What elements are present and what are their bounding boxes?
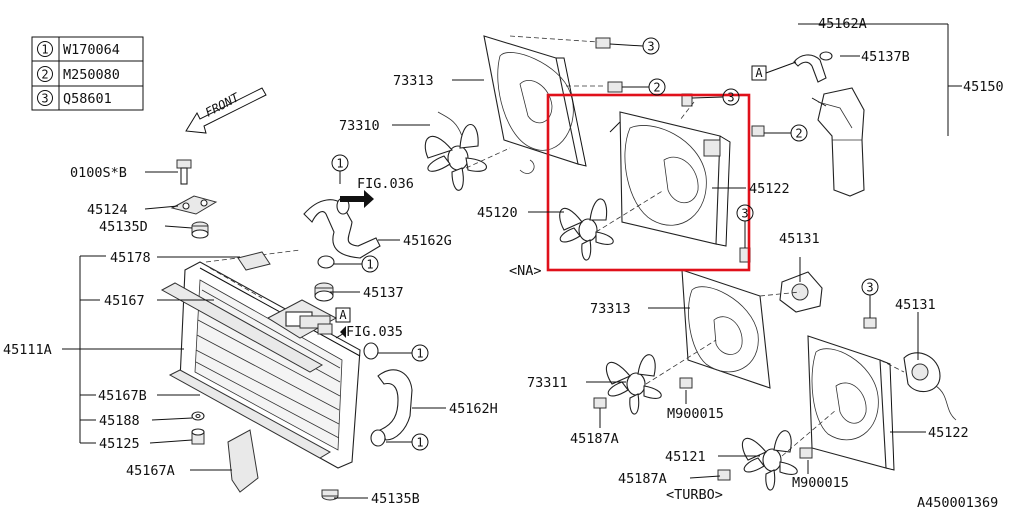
marker-circle-1: 1 [331,154,349,184]
fan-shroud-turbo-left [681,269,771,389]
callout-73313-lower: 73313 [590,301,631,317]
marker-1-label: 1 [416,436,423,450]
marker-1-label: 1 [366,258,373,272]
callout-45121: 45121 [665,449,706,465]
callout-45124: 45124 [87,202,128,218]
ref-fig036: FIG.036 [357,176,414,192]
marker-circle-1: 1 [334,255,379,273]
callout-45178: 45178 [110,250,151,266]
cushion-part [191,221,209,239]
legend-code-1: W170064 [63,42,120,58]
callout-45167b: 45167B [98,388,147,404]
callout-45167: 45167 [104,293,145,309]
callout-45187a-lower: 45187A [618,471,667,487]
fan-shroud-na [609,111,731,247]
marker-circle-1: 1 [386,433,429,451]
marker-3-label: 3 [741,207,748,221]
fan-blade-na [559,198,614,261]
overflow-hose [793,51,833,83]
fan-shroud-upper [483,35,587,174]
grille-panel [227,429,259,493]
callout-45187a-upper: 45187A [570,431,619,447]
legend-num-2: 2 [41,68,48,82]
callout-m900015-upper: M900015 [667,406,724,422]
marker-2-label: 2 [795,127,802,141]
callout-0100s-b: 0100S*B [70,165,127,181]
callout-45188: 45188 [99,413,140,429]
lower-hose [377,369,413,441]
marker-1-label: 1 [416,347,423,361]
callout-73313-upper: 73313 [393,73,434,89]
marker-3-label: 3 [727,91,734,105]
callout-45122-turbo: 45122 [928,425,969,441]
callout-45120: 45120 [477,205,518,221]
variant-label-turbo: <TURBO> [666,487,723,503]
ref-box-a-left [335,307,351,323]
callout-45162g: 45162G [403,233,452,249]
assembly-guides [465,35,905,457]
bolt-part [176,159,192,185]
ref-fig035: FIG.035 [346,324,403,340]
callout-45125: 45125 [99,436,140,452]
legend-num-3: 3 [41,92,48,106]
fan-shroud-turbo-right [807,335,895,471]
front-label: FRONT [203,90,242,120]
fan-blade-turbo-left [605,354,662,415]
fan-blade [424,111,487,191]
legend-marker-2 [37,66,53,82]
legend-num-1: 1 [41,43,48,57]
washer-part [191,411,205,421]
marker-1-label: 1 [336,157,343,171]
marker-3-label: 3 [866,281,873,295]
callout-m900015-lower: M900015 [792,475,849,491]
callout-45131-left: 45131 [779,231,820,247]
bracket-part [170,195,218,215]
marker-2-label: 2 [653,81,660,95]
diagram-id: A450001369 [917,495,998,511]
tag-plate [237,251,271,271]
callout-45162h: 45162H [449,401,498,417]
legend-marker-3 [37,90,53,106]
marker-circle-3: 3 [736,204,754,248]
callout-45122-na: 45122 [749,181,790,197]
marker-circle-3: 3 [609,37,660,55]
leader-lines [62,23,962,499]
ref-box-a-left-label: A [339,308,347,322]
ref-box-a-right-label: A [755,66,763,80]
motor-bolts [593,37,877,481]
callout-45135b: 45135B [371,491,420,507]
fig036-arrow [340,190,374,208]
front-direction-arrow: FRONT [185,87,267,134]
highlight-box-na [546,93,751,272]
radiator-cap [314,282,334,302]
callout-45137b: 45137B [861,49,910,65]
callout-45131-right: 45131 [895,297,936,313]
reservoir-tank [811,87,865,197]
marker-3-label: 3 [647,40,654,54]
fan-motor [779,271,957,421]
callout-45150: 45150 [963,79,1004,95]
legend-code-2: M250080 [63,67,120,83]
radiator [160,249,361,469]
callout-45111a: 45111A [3,342,52,358]
fan-blade-turbo-right [741,430,798,491]
legend-marker-1 [37,41,53,57]
marker-circle-3: 3 [861,278,879,318]
callout-73311: 73311 [527,375,568,391]
fig035-arrow [335,326,347,339]
callout-45135d: 45135D [99,219,148,235]
callout-73310: 73310 [339,118,380,134]
callout-45167a: 45167A [126,463,175,479]
legend-code-3: Q58601 [63,91,112,107]
marker-circle-2: 2 [764,124,808,142]
marker-circle-1: 1 [378,344,429,362]
marker-circle-3: 3 [691,88,740,106]
nut-part [191,428,205,445]
callout-45162a: 45162A [818,16,867,32]
legend-table: 1 W170064 2 M250080 3 Q58601 [31,36,144,111]
callout-45137: 45137 [363,285,404,301]
marker-circle-2: 2 [622,78,666,96]
variant-label-na: <NA> [509,263,542,279]
